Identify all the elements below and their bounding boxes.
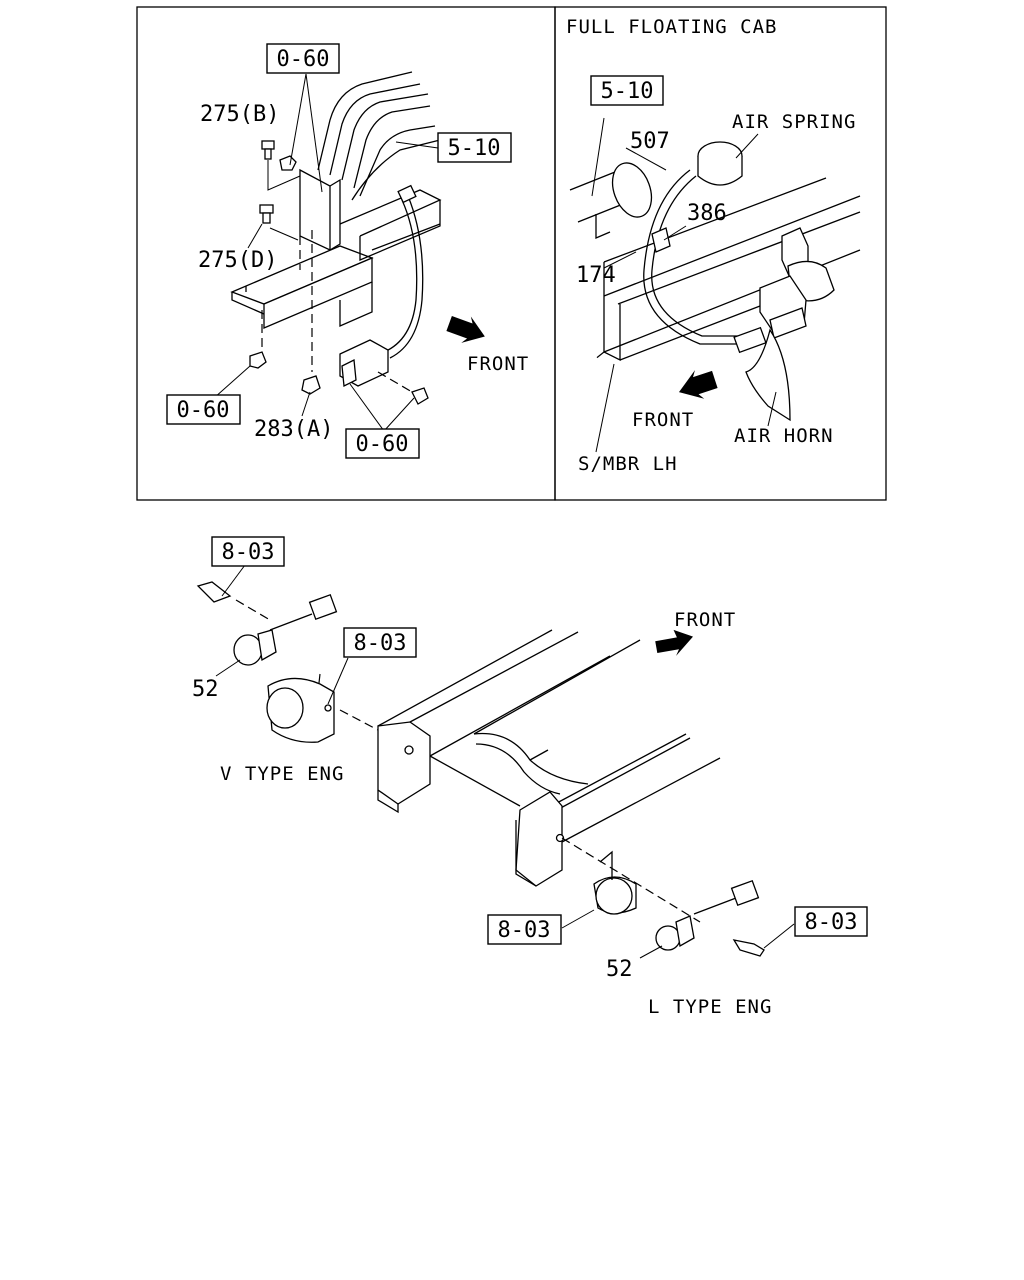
- ref-box-5-10-right: 5-10: [590, 75, 664, 106]
- l-type-eng-label: L TYPE ENG: [648, 996, 772, 1018]
- ref-box-8-03-bottom-left: 8-03: [487, 914, 562, 945]
- nut-icon: [249, 155, 429, 405]
- top-right-panel: [554, 6, 887, 501]
- part-label-174: 174: [576, 263, 616, 288]
- ref-box-0-60-top: 0-60: [266, 43, 340, 74]
- ref-box-0-60-bottom-left: 0-60: [166, 394, 241, 425]
- panel-title-full-floating-cab: FULL FLOATING CAB: [566, 16, 777, 38]
- svg-text:0-60: 0-60: [356, 432, 409, 457]
- svg-text:8-03: 8-03: [354, 631, 407, 656]
- part-label-386: 386: [687, 201, 727, 226]
- part-label-507: 507: [630, 129, 670, 154]
- svg-text:8-03: 8-03: [498, 918, 551, 943]
- ref-box-8-03-top: 8-03: [211, 536, 285, 567]
- part-label-52-lower: 52: [606, 957, 633, 982]
- front-arrow-icon: [655, 629, 694, 656]
- part-label-283a: 283(A): [254, 417, 333, 442]
- svg-text:8-03: 8-03: [222, 540, 275, 565]
- bolt-d-icon: [259, 204, 274, 224]
- front-arrow-icon: [446, 315, 485, 343]
- ref-box-5-10-left: 5-10: [437, 132, 512, 163]
- front-label-bottom: FRONT: [674, 609, 736, 631]
- svg-text:8-03: 8-03: [805, 910, 858, 935]
- svg-text:5-10: 5-10: [601, 79, 654, 104]
- air-horn-label: AIR HORN: [734, 425, 834, 447]
- horn-chassis-illustration: [196, 564, 795, 959]
- ref-box-8-03-bottom-right: 8-03: [794, 906, 868, 937]
- bolt-b-icon: [261, 140, 275, 160]
- ref-box-0-60-bottom-right: 0-60: [345, 428, 420, 459]
- svg-text:0-60: 0-60: [177, 398, 230, 423]
- front-label-top-right: FRONT: [632, 409, 694, 431]
- front-arrow-icon: [678, 370, 718, 399]
- front-label-top-left: FRONT: [467, 353, 529, 375]
- air-spring-label: AIR SPRING: [732, 111, 856, 133]
- part-label-275d: 275(D): [198, 248, 277, 273]
- svg-text:0-60: 0-60: [277, 47, 330, 72]
- air-horn-illustration: [569, 117, 861, 453]
- ref-box-8-03-mid: 8-03: [343, 627, 417, 658]
- part-label-52-upper: 52: [192, 677, 219, 702]
- cab-mount-illustration: [213, 71, 485, 432]
- svg-text:5-10: 5-10: [448, 136, 501, 161]
- member-label-smbr-lh: S/MBR LH: [578, 453, 678, 475]
- part-label-275b: 275(B): [200, 102, 279, 127]
- v-type-eng-label: V TYPE ENG: [220, 763, 344, 785]
